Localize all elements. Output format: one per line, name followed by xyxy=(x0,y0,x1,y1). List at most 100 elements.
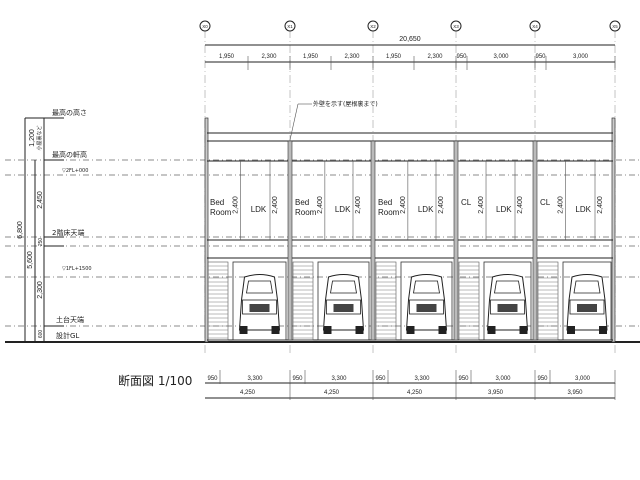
ceiling-height: 2,400 xyxy=(272,196,279,214)
garage xyxy=(317,261,370,341)
grid-label: X1 xyxy=(287,24,293,29)
party-wall xyxy=(532,140,538,341)
level-lines xyxy=(5,159,640,327)
label-floor2-top: 2階床天端 xyxy=(52,228,84,237)
grid-bubble xyxy=(199,20,211,32)
grid-label: X4 xyxy=(532,24,538,29)
bottom-span-dim: 950 xyxy=(207,376,218,382)
top-span-dim: 2,300 xyxy=(427,54,443,60)
bottom-span-dim: 950 xyxy=(292,376,303,382)
bottom-dimensions: 950 3,300 950 3,300 950 3,300 950 3,000 950 3,000… xyxy=(207,370,616,400)
room-label: LDK xyxy=(575,205,591,214)
leader-line xyxy=(289,103,299,141)
top-span-dim: 1,950 xyxy=(386,54,402,60)
label-max-height: 最高の高さ xyxy=(52,108,87,117)
ceiling-height: 2,400 xyxy=(557,196,564,214)
top-span-dim: 1,950 xyxy=(303,54,319,60)
bottom-span-dim: 3,300 xyxy=(247,376,263,382)
dim-roof: 1,200 xyxy=(29,129,36,147)
stair xyxy=(292,261,314,341)
garage xyxy=(483,261,532,341)
room-label: LDK xyxy=(335,205,351,214)
top-span-dim: 950 xyxy=(535,54,546,60)
car-icon xyxy=(322,274,365,334)
ceiling-height: 2,400 xyxy=(317,196,324,214)
grid-bubble xyxy=(450,20,462,32)
ceiling-height: 2,400 xyxy=(478,196,485,214)
ceiling-height: 2,400 xyxy=(400,196,407,214)
stair xyxy=(207,261,229,341)
room-label: Bed xyxy=(210,198,224,207)
top-span-dim: 2,300 xyxy=(261,54,277,60)
total-width: 20,650 xyxy=(399,36,421,43)
bottom-total-dim: 4,250 xyxy=(324,390,340,396)
room-label: CL xyxy=(540,198,551,207)
car-icon xyxy=(238,274,281,334)
unit-4: CL LDK 2,400 2,400 xyxy=(453,140,532,341)
garage xyxy=(562,261,612,341)
bottom-span-dim: 950 xyxy=(375,376,386,382)
party-wall xyxy=(287,140,293,341)
room-label: CL xyxy=(461,198,472,207)
bottom-span-dim: 3,000 xyxy=(575,376,591,382)
room-label: LDK xyxy=(251,205,267,214)
grid-bubble xyxy=(367,20,379,32)
room-label: Room xyxy=(378,208,400,217)
dim-overall: 6,800 xyxy=(17,221,24,239)
dim-upper: 2,450 xyxy=(37,191,44,209)
dim-base: 600 xyxy=(38,330,44,339)
room-label: LDK xyxy=(496,205,512,214)
label-fl1: ▽1FL+1500 xyxy=(62,266,92,272)
drawing-title: 断面図 1/100 xyxy=(118,373,192,388)
bottom-span-dim: 3,300 xyxy=(331,376,347,382)
stair xyxy=(537,261,559,341)
ceiling-height: 2,400 xyxy=(233,196,240,214)
bottom-total-dim: 3,950 xyxy=(567,390,583,396)
label-sill-top: 土台天端 xyxy=(56,315,84,324)
stair xyxy=(458,261,480,341)
bottom-span-dim: 3,000 xyxy=(495,376,511,382)
ceiling-height: 2,400 xyxy=(517,196,524,214)
grid-bubble xyxy=(284,20,296,32)
room-label: Room xyxy=(210,208,232,217)
dim-slab: 250 xyxy=(38,238,44,247)
dim-lower: 2,300 xyxy=(37,281,44,299)
bottom-span-dim: 950 xyxy=(458,376,469,382)
car-icon xyxy=(405,274,448,334)
bottom-total-dim: 4,250 xyxy=(240,390,256,396)
bottom-total-dim: 4,250 xyxy=(407,390,423,396)
room-label: LDK xyxy=(418,205,434,214)
grid-bubble xyxy=(529,20,541,32)
car-icon xyxy=(566,274,608,334)
top-span-dim: 3,000 xyxy=(493,54,509,60)
dim-main: 5,600 xyxy=(27,251,34,269)
grid-label: X0 xyxy=(202,24,208,29)
grid-label: X3 xyxy=(453,24,459,29)
top-span-dim: 1,950 xyxy=(219,54,235,60)
ceiling-height: 2,400 xyxy=(438,196,445,214)
bottom-total-dim: 3,950 xyxy=(488,390,504,396)
label-eave-height: 最高の軒高 xyxy=(52,150,87,159)
party-wall xyxy=(370,140,376,341)
grid-label: X2 xyxy=(370,24,376,29)
ceiling-height: 2,400 xyxy=(355,196,362,214)
room-label: Bed xyxy=(295,198,309,207)
garage xyxy=(232,261,287,341)
bottom-span-dim: 3,300 xyxy=(414,376,430,382)
party-wall xyxy=(453,140,459,341)
grid-bubble xyxy=(609,20,621,32)
car-icon xyxy=(486,274,529,334)
label-design-gl: 設計GL xyxy=(56,331,79,340)
dim-roof-note: 小屋裏など xyxy=(36,125,43,150)
bottom-span-dim: 950 xyxy=(537,376,548,382)
grid-label: X5 xyxy=(612,24,618,29)
room-label: Bed xyxy=(378,198,392,207)
top-span-dim: 2,300 xyxy=(344,54,360,60)
ceiling-height: 2,400 xyxy=(597,196,604,214)
unit-5: CL LDK 2,400 2,400 xyxy=(532,140,612,341)
stair xyxy=(375,261,397,341)
left-dimensions: 6,800 5,600 1,200 小屋裏など 2,450 250 2,300 … xyxy=(17,108,92,342)
